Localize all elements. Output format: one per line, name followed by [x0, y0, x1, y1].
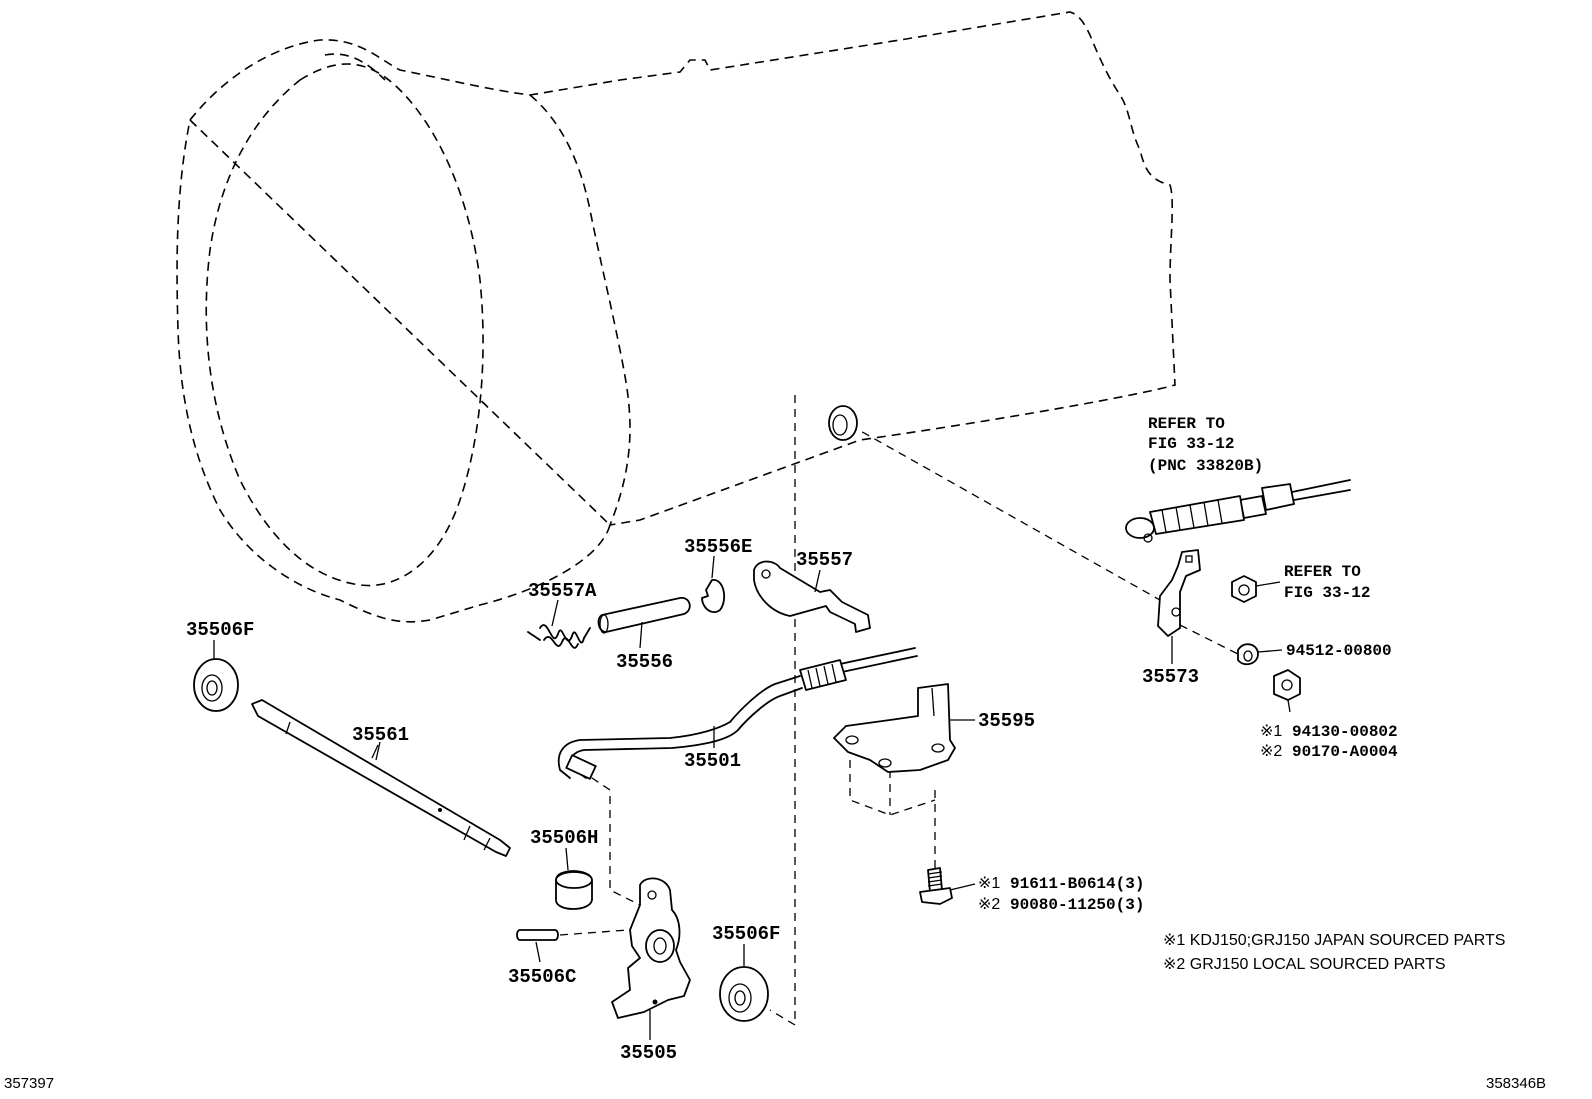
legend-note-2: ※2 GRJ150 LOCAL SOURCED PARTS [1163, 956, 1446, 973]
label-90170: 90170-A0004 [1292, 743, 1398, 761]
label-94130: 94130-00802 [1292, 723, 1398, 741]
label-35506f-bottom: 35506F [712, 923, 780, 945]
marker-2-90170: ※2 [1260, 743, 1282, 760]
lever-35505 [611, 877, 691, 1019]
marker-1-94130: ※1 [1260, 723, 1282, 740]
bracket-35573 [1157, 549, 1201, 637]
shift-shaft-35561 [251, 699, 511, 857]
legend: ※1 KDJ150;GRJ150 JAPAN SOURCED PARTS ※2 … [1163, 932, 1505, 973]
label-94512: 94512-00800 [1286, 642, 1392, 660]
label-leaders [213, 555, 1291, 1040]
bolt-91611 [919, 867, 953, 905]
oil-seal-35506f-top [193, 658, 239, 712]
housing-seal-ring [828, 405, 858, 441]
label-35506c: 35506C [508, 966, 576, 988]
label-35506f-top: 35506F [186, 619, 254, 641]
footer-right-id: 358346B [1486, 1075, 1546, 1092]
pin-35506c [516, 929, 559, 941]
nut-94130 [1273, 669, 1301, 701]
label-35505: 35505 [620, 1042, 677, 1064]
control-rod-35501 [557, 647, 918, 780]
label-91611: 91611-B0614(3) [1010, 875, 1144, 893]
shift-cable [1125, 479, 1351, 543]
label-35556: 35556 [616, 651, 673, 673]
bracket-35595 [833, 683, 956, 773]
refer-cable-note: REFER TO FIG 33-12 (PNC 33820B) [1148, 415, 1263, 475]
label-35573: 35573 [1142, 666, 1199, 688]
legend-note-1: ※1 KDJ150;GRJ150 JAPAN SOURCED PARTS [1163, 932, 1505, 949]
nut-94512 [1237, 643, 1259, 666]
label-90080: 90080-11250(3) [1010, 896, 1144, 914]
spring-35557a [527, 624, 591, 649]
refer-cable-line3: (PNC 33820B) [1148, 457, 1263, 475]
oil-seal-35506f-bottom [719, 966, 769, 1022]
marker-1-91611: ※1 [978, 875, 1000, 892]
lever-35557 [753, 560, 871, 633]
refer-nut-note: REFER TO FIG 33-12 [1284, 563, 1370, 602]
part-labels: 35506F 35561 35557A 35556 35556E 35557 3… [186, 536, 1398, 1064]
label-35501: 35501 [684, 750, 741, 772]
refer-cable-line1: REFER TO [1148, 415, 1225, 433]
label-35556e: 35556E [684, 536, 752, 558]
label-35557: 35557 [796, 549, 853, 571]
nut-refer [1231, 575, 1257, 603]
label-35506h: 35506H [530, 827, 598, 849]
refer-nut-line2: FIG 33-12 [1284, 584, 1370, 602]
refer-nut-line1: REFER TO [1284, 563, 1361, 581]
label-35595: 35595 [978, 710, 1035, 732]
transmission-housing [176, 11, 1176, 623]
bushing-35506h [555, 870, 593, 910]
pin-35556 [597, 597, 691, 634]
label-35561: 35561 [352, 724, 409, 746]
footer-left-id: 357397 [4, 1075, 54, 1092]
marker-2-90080: ※2 [978, 896, 1000, 913]
label-35557a: 35557A [528, 580, 597, 602]
e-ring-35556e [701, 579, 726, 613]
refer-cable-line2: FIG 33-12 [1148, 435, 1234, 453]
